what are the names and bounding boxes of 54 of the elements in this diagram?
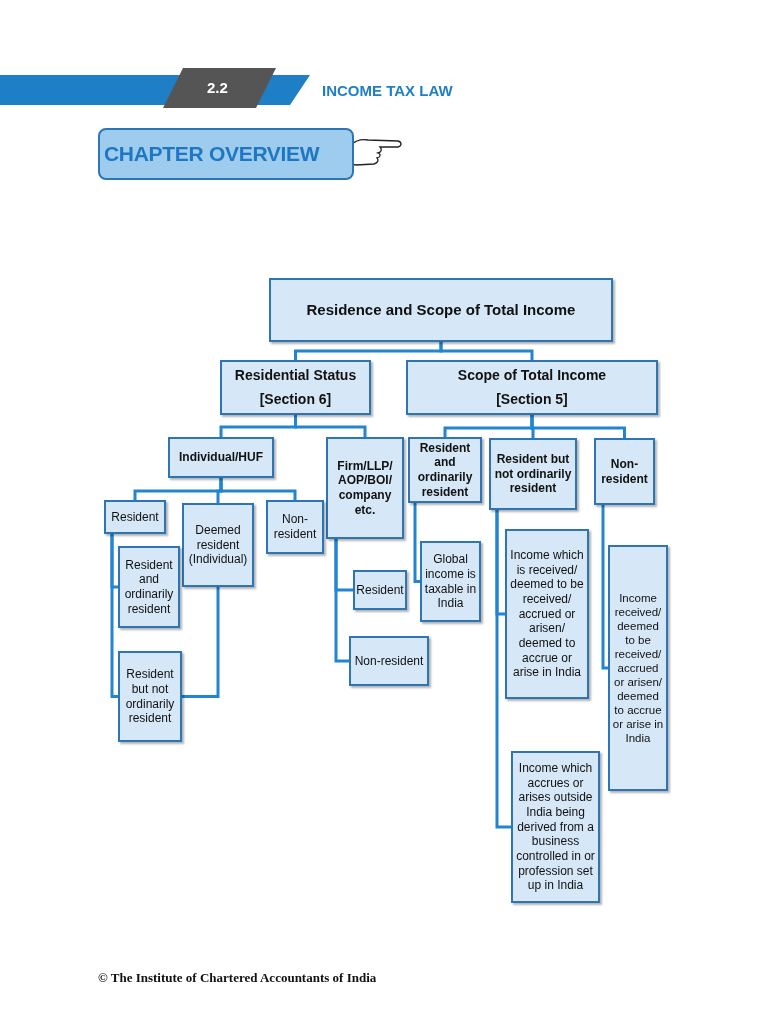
chart-box (420, 541, 481, 622)
connector-line (495, 510, 511, 829)
box-label: Deemed resident (Individual) (187, 523, 249, 567)
box-label: Non-resident (600, 456, 649, 487)
chart-box (408, 437, 482, 503)
box-label: Residential Status (234, 365, 357, 385)
box-label: [Section 6] (259, 389, 332, 409)
chart-box (168, 437, 274, 478)
chart-box (269, 278, 613, 342)
chart-box (118, 651, 182, 742)
connector-line (182, 587, 220, 698)
chart-box (118, 546, 180, 628)
connector-line (110, 534, 118, 698)
connector-line (601, 505, 608, 670)
chart-box (266, 500, 324, 554)
chart-box (511, 751, 600, 903)
box-label: Resident but not ordinarily resident (493, 452, 573, 496)
chart-box (406, 360, 658, 415)
box-label: Resident (356, 582, 404, 598)
footer-note: © The Institute of Chartered Accountants of India (98, 970, 377, 986)
box-label: Income received/ deemed to be received/ accrued or arisen/ deemed to accrue or arise in India (612, 590, 664, 746)
box-label: Scope of Total Income (457, 365, 607, 385)
chart-box (505, 529, 589, 699)
connector-line (294, 415, 367, 437)
box-label: Individual/HUF (179, 450, 263, 465)
book-title: INCOME TAX LAW (322, 82, 453, 99)
chart-box (608, 545, 668, 791)
box-label: Non-resident (272, 512, 318, 542)
chart-box (104, 500, 166, 534)
chart-box (489, 438, 577, 510)
box-label: [Section 5] (496, 389, 568, 409)
box-label: Income which accrues or arises outside India being derived from a business controlled in or profession set up in India (515, 761, 596, 893)
box-label: Non-resident (354, 653, 424, 669)
banner-title: CHAPTER OVERVIEW (104, 142, 320, 166)
box-label: Resident and ordinarily resident (123, 557, 175, 617)
chart-box (594, 438, 655, 505)
box-label: Resident and ordinarily resident (416, 440, 474, 500)
connector-line (439, 342, 534, 360)
chart-box (182, 503, 254, 587)
chart-box (220, 360, 371, 415)
chart-box (349, 636, 429, 686)
box-label: Residence and Scope of Total Income (306, 300, 576, 320)
box-label: Income which is received/ deemed to be received/ accrued or arisen/ deemed to accrue or arise in India (509, 548, 585, 680)
box-label: Global income is taxable in India (424, 552, 477, 611)
page-number: 2.2 (207, 79, 228, 96)
chart-box (326, 437, 404, 539)
chart-box (353, 570, 407, 610)
connector-line (530, 415, 626, 438)
box-label: Firm/LLP/ AOP/BOI/ company etc. (336, 458, 394, 518)
connector-line (334, 539, 349, 663)
box-label: Resident but not ordinarily resident (124, 667, 176, 726)
connector-line (219, 478, 297, 500)
connector-line (413, 503, 420, 583)
box-label: Resident (111, 509, 159, 525)
